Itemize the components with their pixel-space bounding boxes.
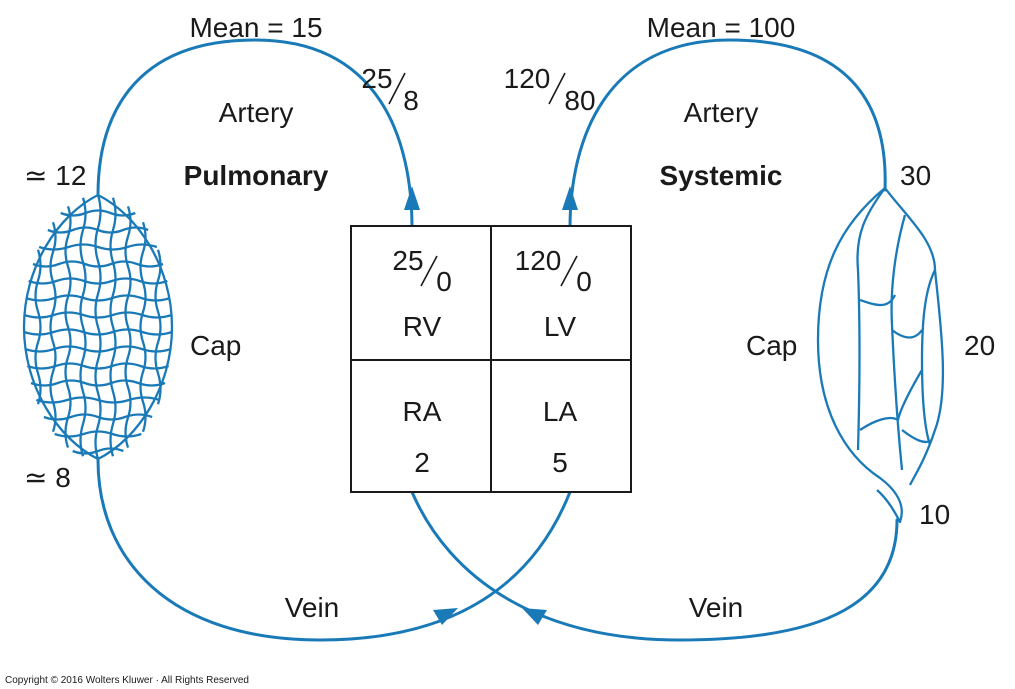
- systemic-artery-arrow: [562, 186, 578, 210]
- pulmonary-labels: Mean = 15 25 8 Artery Pulmonary ≃ 12 Cap…: [24, 12, 419, 623]
- systemic-capillary-bed: [816, 187, 945, 524]
- pulmonary-artery-diastolic: 8: [403, 85, 419, 116]
- lung-capillary-strand: [64, 205, 72, 449]
- pulmonary-vein: [96, 458, 572, 642]
- pulmonary-artery-pressure-slash: [388, 72, 406, 105]
- systemic-capillary-vessel: [890, 214, 907, 471]
- systemic-capillary-outline: [816, 187, 903, 524]
- systemic-vein-label: Vein: [689, 592, 744, 623]
- systemic-capillary-vessel: [920, 269, 937, 446]
- systemic-artery-diastolic: 80: [564, 85, 595, 116]
- systemic-vein: [410, 490, 899, 642]
- systemic-capillary-vessel: [896, 369, 923, 421]
- ra-pressure: 2: [414, 447, 430, 478]
- vessels: [96, 38, 899, 642]
- lung-capillary-strand: [109, 197, 117, 457]
- pulmonary-artery-label: Artery: [219, 97, 294, 128]
- la-label: LA: [543, 396, 578, 427]
- systemic-venous-end-pressure: 10: [919, 499, 950, 530]
- pulmonary-arterial-end-pressure: ≃ 12: [24, 160, 86, 191]
- systemic-capillary-outer-right: [884, 187, 945, 486]
- systemic-capillary-vessel: [891, 329, 923, 339]
- systemic-vein-arrow: [522, 608, 547, 625]
- systemic-mean-pressure: Mean = 100: [647, 12, 796, 43]
- rv-label: RV: [403, 311, 442, 342]
- lung-capillary-strand: [24, 345, 172, 353]
- lung-capillary-strand: [79, 197, 87, 457]
- pulmonary-artery-systolic: 25: [361, 63, 392, 94]
- lung-capillary-strand: [154, 249, 162, 405]
- lung-capillary-strand: [38, 243, 158, 251]
- systemic-capillary-vessel: [901, 429, 933, 444]
- ra-label: RA: [403, 396, 442, 427]
- pulmonary-artery-arrow: [404, 186, 420, 210]
- systemic-capillary-vessel: [859, 416, 899, 431]
- pulmonary-artery: [96, 38, 414, 230]
- lv-pressure-systolic: 120: [515, 245, 562, 276]
- lv-label: LV: [544, 311, 576, 342]
- systemic-capillary-vessel: [856, 187, 886, 451]
- lung-capillary-strand: [35, 396, 161, 404]
- lung-capillary-strand: [72, 447, 124, 455]
- systemic-artery-pressure-slash: [548, 72, 566, 105]
- lung-capillary-strand: [32, 260, 164, 268]
- pulmonary-cap-label: Cap: [190, 330, 241, 361]
- lv-pressure-slash: [560, 255, 578, 287]
- rv-pressure-systolic: 25: [392, 245, 423, 276]
- pulmonary-title: Pulmonary: [184, 160, 329, 191]
- lung-capillary-strand: [139, 221, 147, 433]
- rv-pressure-diastolic: 0: [436, 266, 452, 297]
- lung-capillary-strand: [43, 413, 153, 421]
- systemic-mid-pressure: 20: [964, 330, 995, 361]
- systemic-arterial-end-pressure: 30: [900, 160, 931, 191]
- rv-pressure-slash: [420, 255, 438, 287]
- lv-pressure-diastolic: 0: [576, 266, 592, 297]
- systemic-labels: Mean = 100 120 80 Artery Systemic 30 Cap…: [504, 12, 996, 623]
- heart-chambers: 25 0 RV 120 0 LV RA 2 LA 5: [350, 225, 632, 493]
- lung-capillary-strand: [124, 205, 132, 449]
- lung-capillary-strand: [28, 277, 168, 285]
- pulmonary-vein-label: Vein: [285, 592, 340, 623]
- lung-capillary-strand: [23, 311, 173, 319]
- la-pressure: 5: [552, 447, 568, 478]
- lung-capillary-strand: [26, 362, 170, 370]
- pulmonary-mean-pressure: Mean = 15: [189, 12, 322, 43]
- pulmonary-capillary-network: [22, 193, 174, 461]
- copyright-notice: Copyright © 2016 Wolters Kluwer · All Ri…: [5, 675, 249, 686]
- pulmonary-venous-end-pressure: ≃ 8: [24, 462, 71, 493]
- lung-capillary-strand: [49, 221, 57, 433]
- systemic-artery-systolic: 120: [504, 63, 551, 94]
- lung-capillary-strand: [34, 249, 42, 405]
- pulmonary-vein-arrow: [433, 608, 458, 625]
- systemic-artery-label: Artery: [684, 97, 759, 128]
- systemic-title: Systemic: [660, 160, 783, 191]
- lung-capillary-strand: [94, 194, 102, 460]
- systemic-artery: [568, 38, 887, 230]
- lung-capillary-strand: [60, 209, 136, 217]
- systemic-cap-label: Cap: [746, 330, 797, 361]
- lung-capillary-strand: [25, 294, 171, 302]
- systemic-capillary-vessel: [859, 294, 897, 307]
- lung-capillary-strand: [54, 430, 142, 438]
